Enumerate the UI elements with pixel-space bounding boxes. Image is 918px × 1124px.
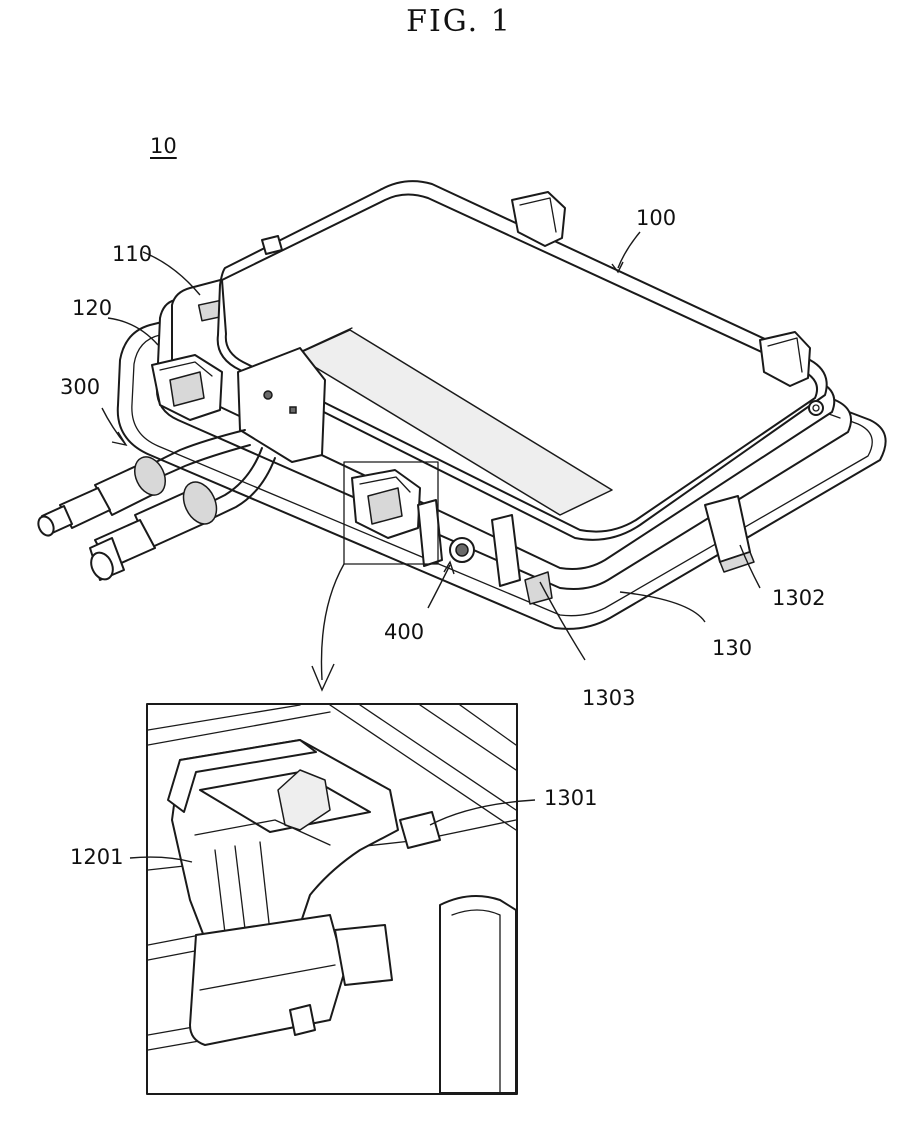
enlarged-detail bbox=[147, 704, 517, 1094]
ref-label-130: 130 bbox=[712, 636, 752, 660]
ref-label-1303: 1303 bbox=[582, 686, 635, 710]
ref-label-1201: 1201 bbox=[70, 845, 123, 869]
ref-label-100: 100 bbox=[636, 206, 676, 230]
ref-label-120: 120 bbox=[72, 296, 112, 320]
ref-label-10: 10 bbox=[150, 134, 177, 158]
ref-label-400: 400 bbox=[384, 620, 424, 644]
ref-label-1302: 1302 bbox=[772, 586, 825, 610]
ref-label-1301: 1301 bbox=[544, 786, 597, 810]
ref-label-110: 110 bbox=[112, 242, 152, 266]
ref-label-300: 300 bbox=[60, 375, 100, 399]
